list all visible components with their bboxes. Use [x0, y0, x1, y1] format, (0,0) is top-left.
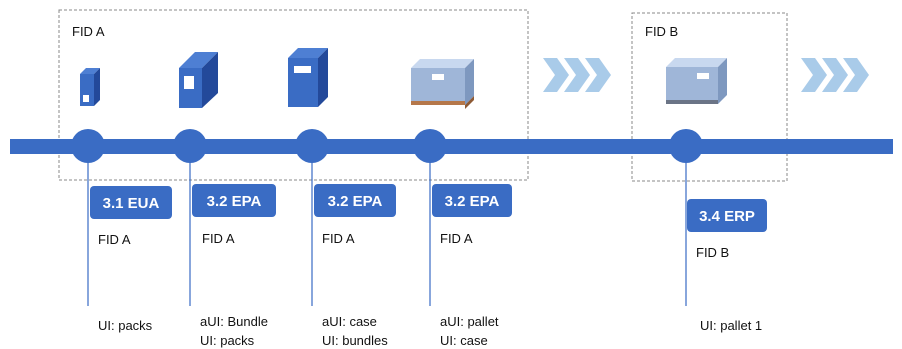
stage-node — [413, 129, 447, 163]
chevron-arrow-icon — [801, 58, 869, 92]
stage-badge — [687, 199, 767, 232]
stage-5: 3.4 ERP FID B UI: pallet 1 — [666, 58, 767, 333]
stage-ui-line-2: UI: packs — [200, 333, 255, 348]
stage-badge-label: 3.2 EPA — [207, 193, 262, 210]
stage-badge — [192, 184, 276, 217]
stage-fid-label: FID A — [440, 231, 473, 246]
group-title-fid-b: FID B — [645, 24, 678, 39]
stage-ui-line-1: aUI: case — [322, 314, 377, 329]
stage-badge — [314, 184, 396, 217]
stage-badge-label: 3.2 EPA — [328, 193, 383, 210]
group-frame-fid-b — [631, 12, 788, 182]
stage-fid-label: FID A — [98, 232, 131, 247]
stage-1: 3.1 EUA FID A UI: packs — [71, 68, 172, 333]
stage-ui-line-1: aUI: pallet — [440, 314, 499, 329]
pack-icon — [80, 68, 100, 106]
stage-node — [173, 129, 207, 163]
stage-badge-label: 3.4 ERP — [699, 208, 755, 225]
chevron-arrow-icon — [543, 58, 611, 92]
stage-ui-line-1: UI: packs — [98, 318, 153, 333]
stage-ui-line-1: aUI: Bundle — [200, 314, 268, 329]
bundle-icon — [179, 52, 218, 108]
stage-ui-line-2: UI: case — [440, 333, 488, 348]
stage-4: 3.2 EPA FID A aUI: pallet UI: case — [411, 59, 512, 348]
stage-badge — [432, 184, 512, 217]
stage-badge-label: 3.2 EPA — [445, 193, 500, 210]
stage-fid-label: FID B — [696, 245, 729, 260]
pallet-icon — [411, 59, 474, 109]
stage-node — [669, 129, 703, 163]
stage-2: 3.2 EPA FID A aUI: Bundle UI: packs — [173, 52, 276, 348]
stage-fid-label: FID A — [202, 231, 235, 246]
timeline-bar — [10, 139, 893, 154]
stage-ui-line-2: UI: bundles — [322, 333, 388, 348]
stage-ui-line-1: UI: pallet 1 — [700, 318, 762, 333]
stage-node — [295, 129, 329, 163]
stage-badge-label: 3.1 EUA — [103, 195, 160, 212]
stage-badge — [90, 186, 172, 219]
stage-fid-label: FID A — [322, 231, 355, 246]
pallet-icon — [666, 58, 727, 104]
stage-3: 3.2 EPA FID A aUI: case UI: bundles — [288, 48, 396, 348]
group-title-fid-a: FID A — [72, 24, 105, 39]
stage-node — [71, 129, 105, 163]
case-icon — [288, 48, 328, 107]
group-frame-fid-a — [58, 9, 529, 181]
